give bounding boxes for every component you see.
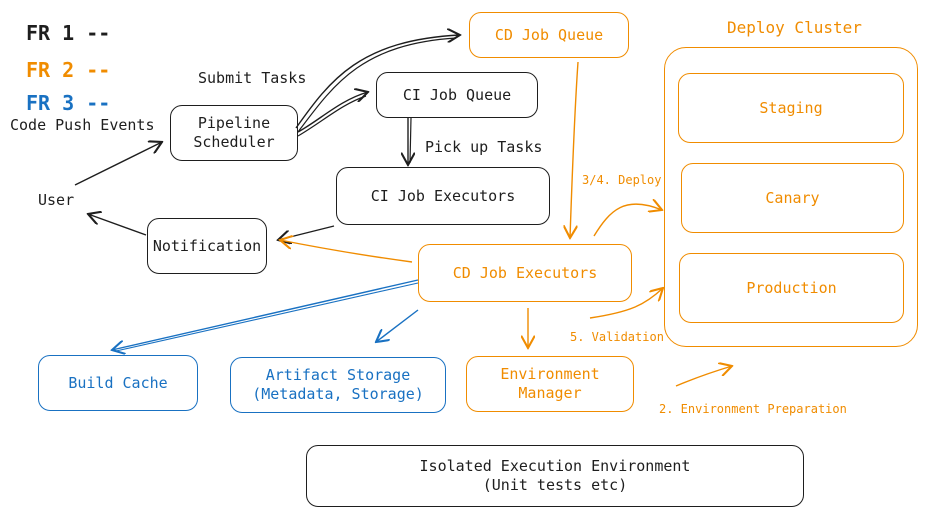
label-env-prep-step: 2. Environment Preparation: [659, 402, 847, 416]
artifact-storage-node[interactable]: Artifact Storage (Metadata, Storage): [230, 357, 446, 413]
ci-job-queue-node[interactable]: CI Job Queue: [376, 72, 538, 118]
label-deploy-step: 3/4. Deploy: [582, 173, 662, 187]
pipeline-scheduler-node[interactable]: Pipeline Scheduler: [170, 105, 298, 161]
label-pick-up-tasks: Pick up Tasks: [425, 138, 543, 156]
arrow-scheduler-to-ci-queue: [297, 92, 368, 133]
isolated-env-line2: (Unit tests etc): [482, 476, 628, 494]
isolated-execution-environment-node[interactable]: Isolated Execution Environment (Unit tes…: [306, 445, 804, 507]
notification-node[interactable]: Notification: [147, 218, 267, 274]
deploy-cluster-container: [664, 47, 918, 347]
arrow-env-preparation: [675, 366, 732, 387]
build-cache-node[interactable]: Build Cache: [38, 355, 198, 411]
arrow-scheduler-to-cd-queue: [295, 35, 460, 129]
ci-job-executors-node[interactable]: CI Job Executors: [336, 167, 550, 225]
arrow-deploy: [593, 204, 662, 237]
arrow-to-build-cache: [112, 279, 419, 350]
arrow-cd-executors-to-notification: [280, 240, 413, 263]
label-submit-tasks: Submit Tasks: [198, 69, 307, 87]
isolated-env-line1: Isolated Execution Environment: [419, 457, 691, 475]
arrow-cd-queue-to-executors: [570, 61, 579, 238]
arrow-user-to-scheduler: [74, 142, 162, 186]
legend-fr2: FR 2 --: [26, 58, 111, 82]
arrow-notification-to-user: [88, 214, 147, 236]
arrow-ci-executors-to-notification: [278, 225, 335, 240]
legend-fr1: FR 1 --: [26, 21, 111, 45]
environment-manager-node[interactable]: Environment Manager: [466, 356, 634, 412]
label-validation-step: 5. Validation: [570, 330, 664, 344]
arrow-to-artifact-storage: [376, 309, 419, 342]
cd-job-executors-node[interactable]: CD Job Executors: [418, 244, 632, 302]
arrow-validation: [589, 288, 663, 319]
label-user: User: [38, 191, 75, 209]
deploy-cluster-title: Deploy Cluster: [727, 18, 862, 37]
stage-production[interactable]: Production: [679, 253, 904, 323]
label-code-push-events: Code Push Events: [10, 116, 155, 134]
legend-fr3: FR 3 --: [26, 91, 111, 115]
stage-canary[interactable]: Canary: [681, 163, 904, 233]
stage-staging[interactable]: Staging: [678, 73, 904, 143]
cd-job-queue-node[interactable]: CD Job Queue: [469, 12, 629, 58]
